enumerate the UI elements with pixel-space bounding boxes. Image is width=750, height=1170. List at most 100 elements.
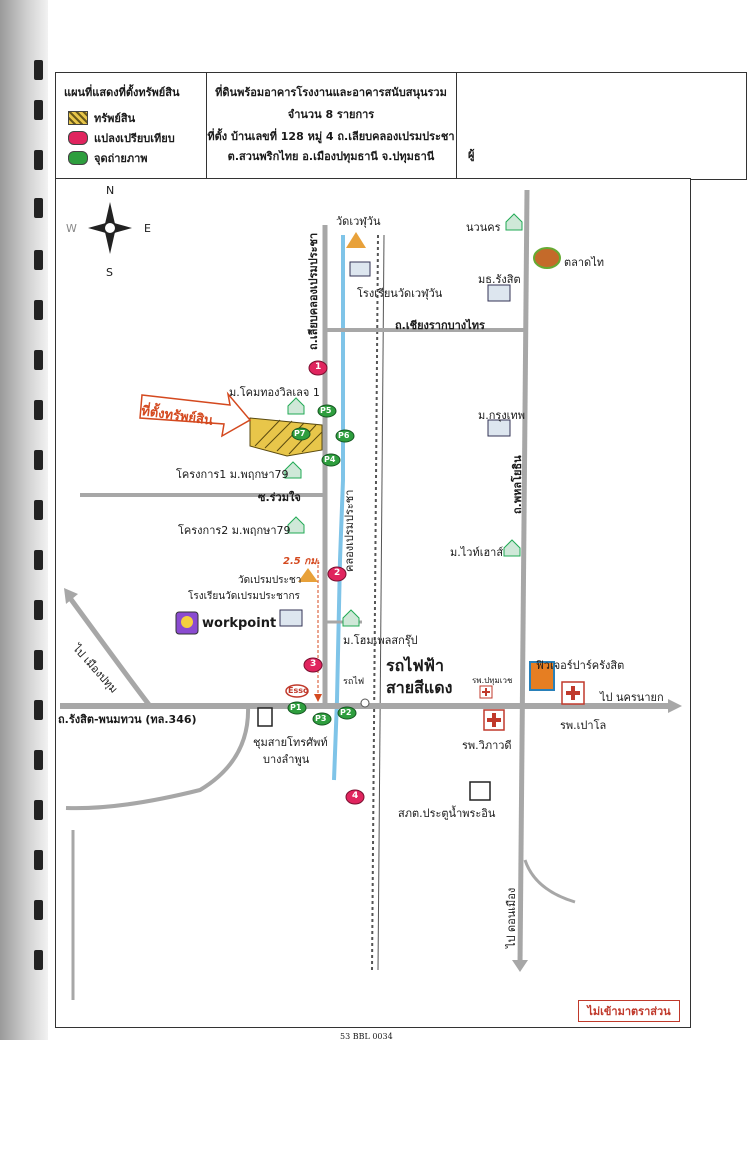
- header-divider: [206, 73, 207, 179]
- legend-label: ทรัพย์สิน: [94, 112, 136, 125]
- binding-ring: [34, 350, 43, 370]
- photo-marker-p4: P4: [324, 455, 336, 464]
- compass-rose-icon: [88, 202, 132, 254]
- road-label-to-don-mueang: ไป ดอนเมือง: [505, 887, 518, 948]
- photo-marker-p5: P5: [320, 406, 332, 415]
- house-icons: [284, 213, 523, 627]
- comparable-marker-4: 4: [352, 791, 359, 801]
- binding-ring: [34, 300, 43, 320]
- photo-marker-icon: [68, 151, 88, 165]
- info-line: ต.สวนพริกไทย อ.เมืองปทุมธานี จ.ปทุมธานี: [227, 150, 435, 163]
- legend-title: แผนที่แสดงที่ตั้งทรัพย์สิน: [64, 86, 180, 99]
- redacted-area: [80, 820, 285, 1010]
- binding-ring: [34, 100, 43, 120]
- road-label-khlong: ถ.เลียบคลองเปรมประชา: [307, 232, 320, 350]
- esso-label: Esso: [288, 686, 309, 695]
- place-future-park: ฟิวเจอร์ปาร์ครังสิต: [536, 659, 625, 672]
- binding-ring: [34, 700, 43, 720]
- place-wat-prem: วัดเปรมประชา: [238, 575, 302, 586]
- road-lower-left: [65, 705, 251, 811]
- compass-n: N: [106, 184, 115, 197]
- distance-label: 2.5 กม.: [283, 556, 321, 567]
- property-arrow-icon: [139, 391, 252, 438]
- railway-line: [377, 234, 385, 971]
- photo-markers: [287, 404, 357, 726]
- road-label-to-nakhon-nayok: ไป นครนายก: [600, 691, 664, 704]
- legend-item-comparable: แปลงเปรียบเทียบ: [68, 129, 175, 147]
- comparable-marker-1: 1: [315, 362, 322, 372]
- compass-s: S: [106, 266, 113, 279]
- binding-ring: [34, 950, 43, 970]
- canal-prem-prachakorn: [332, 235, 345, 781]
- place-school-prem: โรงเรียนวัดเปรมประชากร: [188, 591, 300, 602]
- canal-label: คลองเปรมประชา: [343, 489, 356, 572]
- arrow-south-icon: [512, 960, 528, 972]
- place-home-place: ม.โฮมเพลสกรุ๊ป: [343, 634, 418, 647]
- comparable-markers: [303, 360, 365, 805]
- compass-w: W: [66, 222, 77, 235]
- map-header: แผนที่แสดงที่ตั้งทรัพย์สิน ทรัพย์สิน แปล…: [55, 72, 747, 180]
- place-nawanakorn: นวนคร: [466, 221, 501, 234]
- binding-ring: [34, 198, 43, 218]
- scale-note: ไม่เข้ามาตราส่วน: [578, 1000, 680, 1022]
- place-school-wesu: โรงเรียนวัดเวฬุวัน: [357, 287, 443, 300]
- place-police: สภต.ประตูน้ำพระอิน: [398, 807, 496, 820]
- market-icon: [533, 247, 561, 269]
- road-label-phahonyothin: ถ.พหลโยธิน: [511, 455, 524, 514]
- photo-marker-p7: P7: [294, 429, 306, 438]
- header-divider: [456, 73, 457, 179]
- place-project2: โครงการ2 ม.พฤกษา79: [178, 524, 291, 537]
- place-home-village: ม.โคมทองวิลเลจ 1: [229, 386, 320, 399]
- legend-label: แปลงเปรียบเทียบ: [94, 132, 175, 145]
- reference-code: 53 BBL 0034: [340, 1032, 393, 1041]
- legend-label: จุดถ่ายภาพ: [94, 152, 148, 165]
- road-phahonyothin: [517, 189, 530, 966]
- workpoint-logo-icon: [181, 616, 193, 628]
- railway-label: รถไฟ: [343, 677, 365, 687]
- comparable-marker-icon: [68, 131, 88, 145]
- station-icon: [360, 698, 370, 708]
- place-white-house: ม.ไวท์เฮาส์: [450, 546, 504, 559]
- arrow-east-icon: [668, 699, 682, 713]
- red-line-label-1: รถไฟฟ้า: [386, 656, 444, 675]
- legend-item-property: ทรัพย์สิน: [68, 109, 135, 127]
- esso-sign-icon: [285, 684, 309, 698]
- distance-arrow-icon: [314, 694, 322, 702]
- place-exchange-2: บางลำพูน: [263, 753, 310, 766]
- road-label-chiang-rak: ถ.เชียงรากบางไทร: [395, 319, 485, 332]
- building-icons: [279, 261, 511, 627]
- photo-marker-p1: P1: [290, 703, 302, 712]
- binding-ring: [34, 150, 43, 170]
- info-line: ที่ตั้ง บ้านเลขที่ 128 หมู่ 4 ถ.เลียบคลอ…: [207, 130, 455, 143]
- binding-ring: [34, 900, 43, 920]
- binding-ring: [34, 800, 43, 820]
- compass-e: E: [144, 222, 151, 235]
- info-line: จำนวน 8 รายการ: [287, 108, 375, 121]
- binding-ring: [34, 850, 43, 870]
- phone-icon: [257, 707, 273, 727]
- road-label-346: ถ.รังสิต-พนมทวน (ทล.346): [58, 713, 197, 726]
- binding-ring: [34, 650, 43, 670]
- place-exchange: ชุมสายโทรศัพท์: [253, 736, 328, 749]
- binding-ring: [34, 600, 43, 620]
- binding-ring: [34, 400, 43, 420]
- place-project1: โครงการ1 ม.พฤกษา79: [176, 468, 289, 481]
- mall-icon: [529, 661, 555, 691]
- property-swatch-icon: [68, 111, 88, 125]
- info-line: ที่ดินพร้อมอาคารโรงงานและอาคารสนับสนุนรว…: [215, 86, 447, 99]
- photo-marker-p3: P3: [315, 714, 327, 723]
- comparable-marker-2: 2: [334, 568, 341, 578]
- binding-ring: [34, 250, 43, 270]
- arrow-northwest-icon: [64, 588, 78, 604]
- cut-off-text: ผู้: [468, 148, 475, 161]
- photo-marker-p6: P6: [338, 431, 350, 440]
- road-lower-right: [523, 859, 576, 904]
- hospital-icons: [479, 681, 585, 731]
- binding-ring: [34, 550, 43, 570]
- binding-ring: [34, 500, 43, 520]
- binding-ring: [34, 450, 43, 470]
- place-hosp-vibhavadi: รพ.วิภาวดี: [462, 739, 512, 752]
- road-label-soi: ซ.ร่วมใจ: [258, 491, 301, 504]
- police-icon: [469, 781, 491, 801]
